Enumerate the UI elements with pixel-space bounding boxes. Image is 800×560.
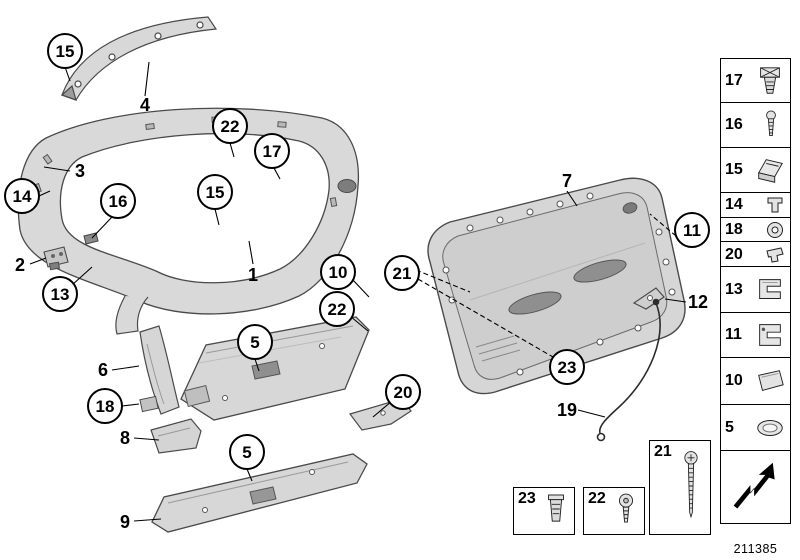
part-small-bracket[interactable] [43,246,69,271]
part-ref: 11 [725,326,742,344]
part-ref: 10 [725,372,743,390]
part-loading-sill-trim[interactable] [180,316,370,421]
diagram-number: 211385 [733,542,778,556]
part-ref: 20 [725,245,743,263]
grommet-icon [764,220,786,240]
callout-20[interactable]: 20 [385,374,421,410]
sidebar-item-20[interactable]: 20 [720,241,791,269]
clip-icon [764,245,786,265]
arrow-logo-icon [728,457,784,517]
sidebar-item-17[interactable]: 17 [720,58,791,104]
part-ref: 17 [725,72,743,89]
diagram-logo [720,450,791,525]
callout-18[interactable]: 18 [87,388,123,424]
leader-lines-dashed [415,213,677,358]
part-ref: 21 [654,443,672,460]
sidebar-item-13[interactable]: 13 [720,266,791,314]
leader-lines [29,61,687,522]
cap-icon [754,411,786,445]
part-label-2[interactable]: 2 [14,255,26,275]
part-label-8[interactable]: 8 [119,428,131,448]
part-label-1[interactable]: 1 [247,265,259,285]
part-label-4[interactable]: 4 [139,95,151,115]
sidebar-item-5[interactable]: 5 [720,403,791,452]
part-label-3[interactable]: 3 [74,161,86,181]
callout-14[interactable]: 14 [4,178,40,214]
sidebar-item-16[interactable]: 16 [720,102,791,149]
part-ref: 5 [725,418,734,436]
part-upper-trim-strip[interactable] [60,16,218,101]
part-lower-side-trim[interactable] [150,418,202,454]
part-ref: 18 [725,220,743,238]
callout-11[interactable]: 11 [674,212,710,248]
callout-5[interactable]: 5 [237,324,273,360]
callout-23[interactable]: 23 [549,349,585,385]
callout-15[interactable]: 15 [47,33,83,69]
callout-22[interactable]: 22 [212,108,248,144]
part-sill-strip[interactable] [151,453,368,533]
screw-washer-icon [612,491,640,532]
part-bowden-cable[interactable] [596,298,661,442]
callout-17[interactable]: 17 [254,133,290,169]
long-screw-icon [676,445,706,532]
cover-icon [754,364,786,398]
part-ref: 13 [725,280,743,298]
callout-5b[interactable]: 5 [229,434,265,470]
part-ref: 16 [725,116,743,134]
part-label-19[interactable]: 19 [556,400,578,420]
screw-icon [756,108,786,142]
callout-15b[interactable]: 15 [197,174,233,210]
fastener-legend: 17 16 15 14 18 [720,58,791,525]
fastener-box-22[interactable]: 22 [583,487,645,535]
part-label-6[interactable]: 6 [97,360,109,380]
part-pull-handle[interactable] [632,287,665,310]
sidebar-item-10[interactable]: 10 [720,357,791,406]
expanding-nut-icon [542,491,570,532]
fastener-box-21[interactable]: 21 [649,440,711,535]
clip-icon [754,318,786,352]
callout-13[interactable]: 13 [42,276,78,312]
part-tailgate-lower-panel[interactable] [427,177,686,395]
sidebar-item-15[interactable]: 15 [720,146,791,194]
sidebar-item-11[interactable]: 11 [720,311,791,359]
part-label-9[interactable]: 9 [119,512,131,532]
part-label-12[interactable]: 12 [687,292,709,312]
clamp-icon [754,273,786,307]
fastener-box-23[interactable]: 23 [513,487,575,535]
sidebar-item-18[interactable]: 18 [720,216,791,243]
part-ref: 14 [725,196,743,214]
expanding-rivet-icon [754,64,786,98]
part-side-trim-left[interactable] [139,325,180,415]
part-ref: 22 [588,490,606,507]
part-ref: 23 [518,490,536,507]
part-ref: 15 [725,161,743,179]
callout-22b[interactable]: 22 [319,291,355,327]
sidebar-item-14[interactable]: 14 [720,192,791,219]
spring-clip-icon [754,153,786,187]
callout-21[interactable]: 21 [384,255,420,291]
part-label-7[interactable]: 7 [561,171,573,191]
callout-10[interactable]: 10 [320,254,356,290]
clip-icon [764,195,786,215]
callout-16[interactable]: 16 [100,183,136,219]
